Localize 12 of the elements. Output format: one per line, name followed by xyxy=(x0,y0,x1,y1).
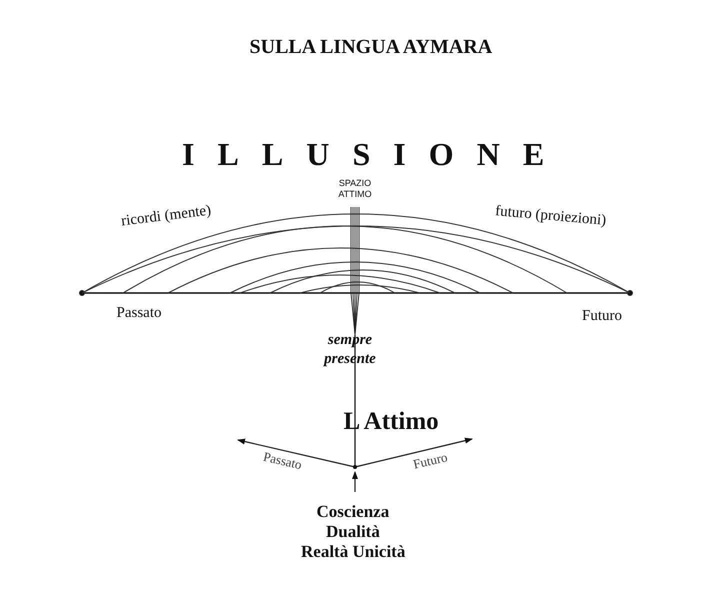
axis-label: Futuro xyxy=(582,308,622,325)
small-label: SPAZIO ATTIMO xyxy=(337,178,373,200)
heading: ILLUSIONE xyxy=(181,136,568,173)
concept-label: Dualità xyxy=(326,522,380,542)
title: SULLA LINGUA AYMARA xyxy=(250,36,492,59)
arc-label: ricordi (mente) xyxy=(120,202,212,230)
concept-label: Realtà Unicità xyxy=(301,542,406,562)
arrow-label: Futuro xyxy=(411,449,449,473)
arrow-label: Passato xyxy=(261,448,303,474)
axis-label: Passato xyxy=(116,305,162,322)
concept-label: Coscienza xyxy=(316,502,390,522)
arc-label: futuro (proiezioni) xyxy=(494,203,606,230)
